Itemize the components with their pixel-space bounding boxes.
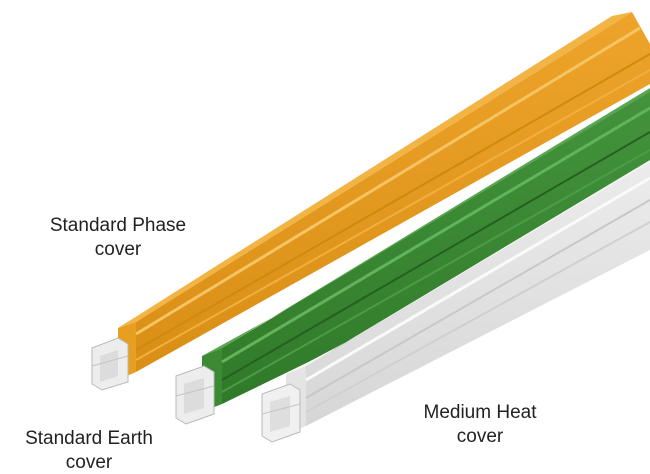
heat-cover-label-line2: cover	[456, 426, 504, 447]
phase-cover-label-line2: cover	[94, 239, 142, 260]
phase-cover-label-line1: Standard Phase	[49, 215, 187, 236]
heat-cover-label-line1: Medium Heat	[423, 402, 537, 423]
earth-cover-label-line2: cover	[65, 452, 113, 473]
heat-cover-bar	[261, 160, 650, 443]
phase-cover-insert	[91, 337, 129, 391]
phase-cover-label: Standard Phase cover	[18, 214, 218, 262]
heat-cover-label: Medium Heat cover	[380, 401, 580, 449]
earth-cover-label-line1: Standard Earth	[25, 428, 153, 449]
heat-cover-insert	[261, 383, 301, 443]
earth-cover-insert	[175, 365, 215, 425]
phase-cover-bar	[91, 12, 650, 391]
earth-cover-bar	[175, 88, 650, 425]
earth-cover-label: Standard Earth cover	[0, 427, 178, 474]
